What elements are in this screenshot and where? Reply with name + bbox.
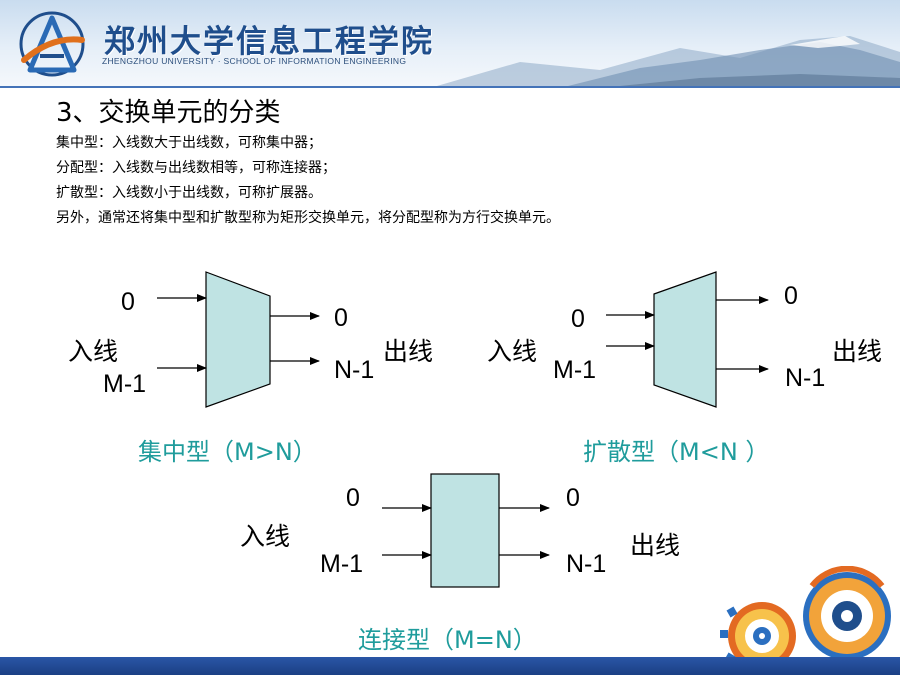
text-line-expander: 扩散型：入线数小于出线数，可称扩展器。 bbox=[56, 185, 322, 201]
gears-icon bbox=[720, 566, 891, 670]
connector-out-last-label: N-1 bbox=[566, 550, 607, 578]
text-line-concentrator: 集中型：入线数大于出线数，可称集中器； bbox=[56, 135, 322, 151]
slide-title: 3、交换单元的分类 bbox=[56, 98, 281, 128]
mountain-backdrop bbox=[430, 36, 900, 88]
logo-subtitle: ZHENGZHOU UNIVERSITY · SCHOOL OF INFORMA… bbox=[102, 56, 407, 66]
concentrator-block bbox=[205, 271, 271, 408]
footer-bar bbox=[0, 657, 900, 675]
expander-in-last-label: M-1 bbox=[553, 356, 597, 384]
expander-out-last-label: N-1 bbox=[785, 364, 826, 392]
connector-in-last-label: M-1 bbox=[320, 550, 364, 578]
connector-block bbox=[430, 473, 500, 588]
concentrator-out-first-label: 0 bbox=[334, 304, 348, 332]
expander-caption: 扩散型（M<N ） bbox=[583, 438, 770, 466]
concentrator-caption: 集中型（M>N） bbox=[138, 438, 317, 466]
connector-in-label: 入线 bbox=[240, 522, 291, 551]
header-divider bbox=[0, 86, 900, 88]
expander-block bbox=[653, 271, 717, 408]
header-banner: 郑州大学信息工程学院 ZHENGZHOU UNIVERSITY · SCHOOL… bbox=[0, 0, 900, 88]
connector-out-label: 出线 bbox=[630, 531, 681, 560]
expander-in-first-label: 0 bbox=[571, 305, 585, 333]
concentrator-in-last-label: M-1 bbox=[103, 370, 147, 398]
connector-out-first-label: 0 bbox=[566, 484, 580, 512]
concentrator-in-first-label: 0 bbox=[121, 288, 135, 316]
logo-title: 郑州大学信息工程学院 bbox=[104, 24, 434, 60]
expander-in-label: 入线 bbox=[487, 337, 538, 366]
expander-out-first-label: 0 bbox=[784, 282, 798, 310]
connector-caption: 连接型（M=N） bbox=[358, 626, 537, 654]
concentrator-out-last-label: N-1 bbox=[334, 356, 375, 384]
university-logo bbox=[19, 11, 85, 77]
concentrator-out-label: 出线 bbox=[383, 337, 434, 366]
connector-in-first-label: 0 bbox=[346, 484, 360, 512]
text-line-note: 另外，通常还将集中型和扩散型称为矩形交换单元，将分配型称为方行交换单元。 bbox=[56, 210, 560, 226]
text-line-connector: 分配型：入线数与出线数相等，可称连接器； bbox=[56, 160, 336, 176]
concentrator-in-label: 入线 bbox=[68, 337, 119, 366]
expander-out-label: 出线 bbox=[832, 337, 883, 366]
